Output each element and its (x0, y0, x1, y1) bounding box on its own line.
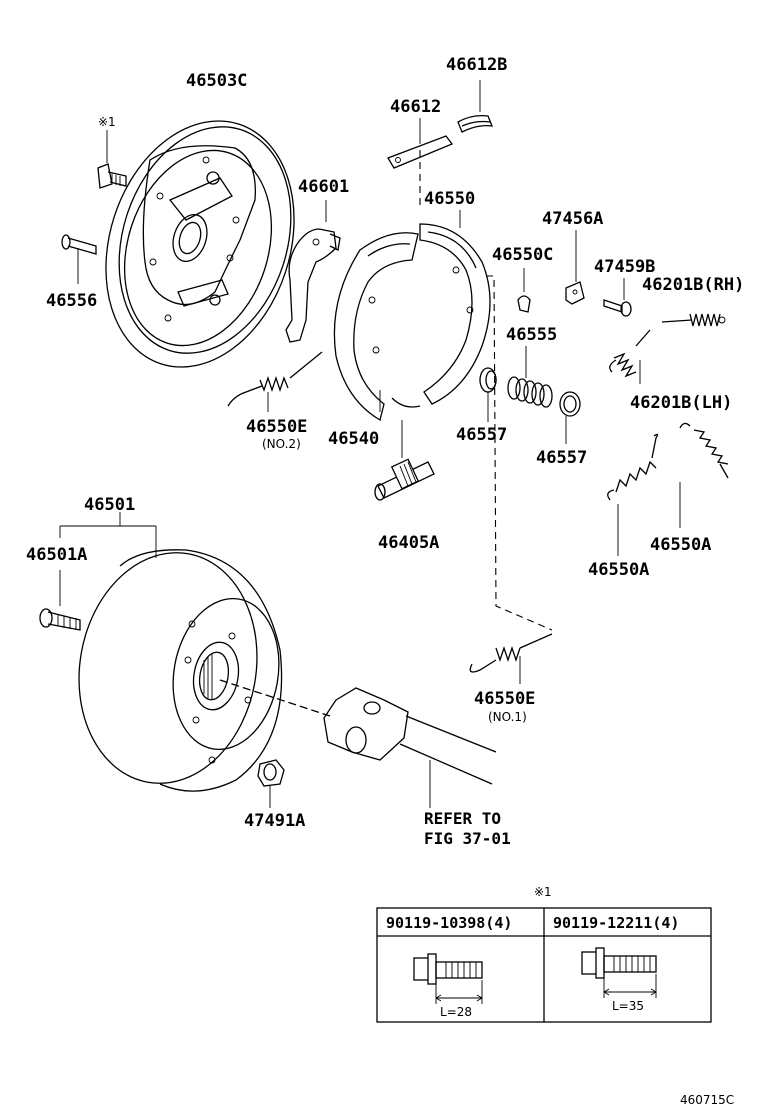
brake-drum-drawing (78, 549, 283, 792)
label-46501A: 46501A (26, 545, 87, 565)
table-dim-col2: L=35 (612, 999, 644, 1013)
bolt-10398-drawing (413, 953, 483, 1004)
spring-46550A-right-drawing (679, 422, 729, 528)
label-46550C: 46550C (492, 245, 553, 265)
label-46550A-left: 46550A (588, 560, 649, 580)
label-47459B: 47459B (594, 257, 655, 277)
cup-46557-a-drawing (479, 367, 497, 422)
hub-bolt-drawing (39, 570, 81, 631)
strap-46612-drawing (387, 118, 454, 169)
table-dim-col1: L=28 (440, 1005, 472, 1019)
spring-46550E-no2-drawing (227, 351, 323, 412)
label-46201B-rh: 46201B(RH) (642, 275, 744, 295)
spring-46550A-left-drawing (607, 433, 659, 556)
label-46612: 46612 (390, 97, 441, 117)
figure-code: 460715C (680, 1093, 734, 1107)
group-bracket-46501 (59, 512, 157, 558)
brake-shoes-drawing (333, 210, 491, 422)
table-header-col2: 90119-12211(4) (553, 914, 679, 932)
pin-47459B-drawing (603, 278, 632, 317)
pin-46556-drawing (61, 234, 97, 284)
label-46556: 46556 (46, 291, 97, 311)
shims-46612B-drawing (457, 80, 494, 133)
spring-46201B-lh-drawing (609, 329, 651, 384)
adjuster-drawing (374, 420, 435, 501)
parking-lever-drawing (285, 200, 341, 343)
spring-46555-drawing (507, 346, 553, 408)
reference-line-2: FIG 37-01 (424, 829, 511, 848)
connector-dashed-line-2 (486, 275, 553, 631)
label-46601: 46601 (298, 177, 349, 197)
label-46503C: 46503C (186, 71, 247, 91)
label-46550: 46550 (424, 189, 475, 209)
spring-46201B-rh-drawing (661, 313, 726, 327)
axle-shaft-drawing (219, 679, 497, 808)
label-46557-a: 46557 (456, 425, 507, 445)
label-46540: 46540 (328, 429, 379, 449)
label-46405A: 46405A (378, 533, 439, 553)
backing-plate-drawing (105, 120, 295, 368)
label-47491A: 47491A (244, 811, 305, 831)
label-46557-b: 46557 (536, 448, 587, 468)
label-46501: 46501 (84, 495, 135, 515)
backing-plate-bolt-drawing (97, 130, 127, 189)
bolt-12211-drawing (581, 947, 657, 998)
label-46550E-no1: 46550E (474, 689, 535, 709)
note-mark-label: ※1 (98, 115, 116, 129)
bolt-spec-table: ※1 90119-10398(4) 90119-12211(4) L=28 (376, 885, 712, 1023)
label-46550E-no2: 46550E (246, 417, 307, 437)
table-note-mark: ※1 (534, 885, 552, 899)
label-46555: 46555 (506, 325, 557, 345)
clip-46550C-drawing (517, 268, 531, 313)
label-46201B-lh: 46201B(LH) (630, 393, 732, 413)
cup-46557-b-drawing (559, 391, 581, 444)
spring-46550E-no1-drawing (469, 633, 553, 684)
label-46550E-no2-sub: (NO.2) (262, 437, 301, 451)
label-47456A: 47456A (542, 209, 603, 229)
plate-47456A-drawing (565, 230, 585, 305)
label-46550E-no1-sub: (NO.1) (488, 710, 527, 724)
table-header-col1: 90119-10398(4) (386, 914, 512, 932)
hub-nut-drawing (257, 759, 285, 808)
label-46550A-right: 46550A (650, 535, 711, 555)
reference-line-1: REFER TO (424, 809, 501, 828)
label-46612B: 46612B (446, 55, 507, 75)
